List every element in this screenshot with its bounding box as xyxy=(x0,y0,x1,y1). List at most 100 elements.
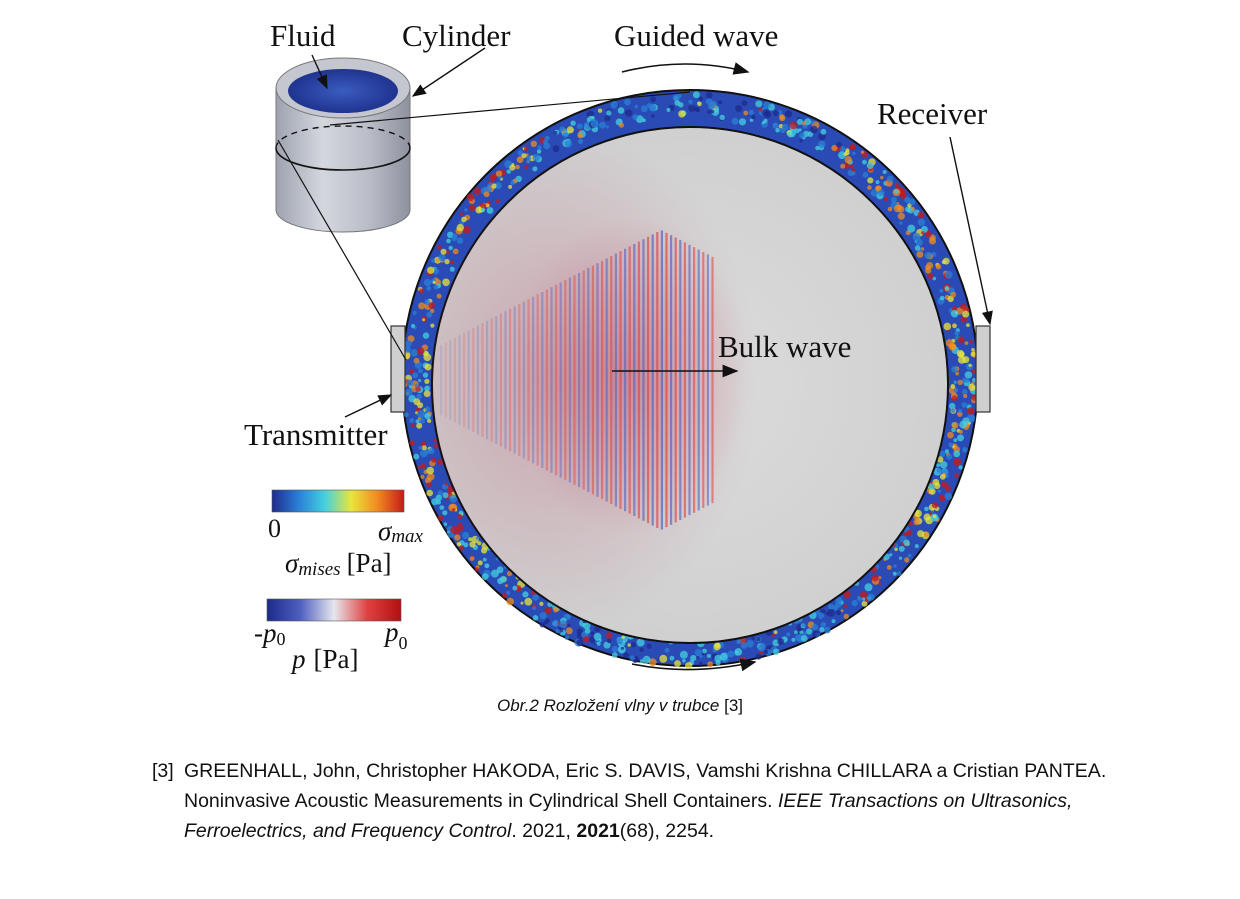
bulk-wave-stripe xyxy=(601,260,604,500)
stress-speckle xyxy=(616,637,624,645)
stress-colorbar-max: σmax xyxy=(378,516,424,547)
stress-speckle xyxy=(431,457,437,463)
bulk-wave-stripe xyxy=(490,318,493,442)
stress-speckle xyxy=(688,99,693,104)
stress-speckle xyxy=(860,150,865,154)
stress-speckle xyxy=(536,149,542,154)
stress-speckle xyxy=(539,612,547,620)
stress-speckle xyxy=(819,626,825,633)
stress-speckle xyxy=(912,232,921,241)
stress-speckle xyxy=(477,541,482,546)
stress-speckle xyxy=(437,515,444,521)
stress-speckle xyxy=(812,630,820,638)
stress-speckle xyxy=(972,378,977,383)
stress-speckle xyxy=(437,458,444,466)
stress-speckle xyxy=(925,231,932,238)
stress-speckle xyxy=(698,96,703,102)
bulk-wave-stripe xyxy=(499,313,502,447)
stress-speckle xyxy=(617,107,625,114)
stress-speckle xyxy=(694,649,703,657)
stress-speckle xyxy=(843,613,849,620)
transmitter-transducer xyxy=(390,325,406,413)
stress-speckle xyxy=(796,118,804,125)
stress-speckle xyxy=(682,658,686,663)
stress-speckle xyxy=(741,100,748,107)
stress-speckle xyxy=(639,647,644,652)
stress-speckle xyxy=(432,280,436,284)
stress-speckle xyxy=(486,207,494,214)
stress-speckle xyxy=(954,473,959,478)
receiver-arrow xyxy=(949,136,993,326)
pressure-colorbar-title: p[Pa] xyxy=(290,644,358,674)
stress-speckle xyxy=(866,162,874,169)
stress-speckle xyxy=(678,102,684,108)
bulk-wave-stripe xyxy=(651,234,654,526)
stress-speckle xyxy=(532,154,540,162)
stress-speckle xyxy=(867,593,875,601)
reference-entry: [3]GREENHALL, John, Christopher HAKODA, … xyxy=(152,756,1124,846)
stress-speckle xyxy=(827,603,835,610)
stress-speckle xyxy=(442,278,450,287)
stress-speckle xyxy=(957,408,963,413)
stress-speckle xyxy=(413,453,420,460)
stress-speckle xyxy=(970,351,976,357)
stress-speckle xyxy=(468,537,473,542)
bulk-wave-stripe xyxy=(481,323,484,437)
stress-speckle xyxy=(423,278,432,287)
stress-speckle xyxy=(784,110,793,118)
stress-speckle xyxy=(899,192,907,199)
transmitter-label: Transmitter xyxy=(244,417,388,452)
stress-speckle xyxy=(755,653,762,660)
stress-speckle xyxy=(477,560,483,566)
stress-speckle xyxy=(955,371,960,376)
stress-speckle xyxy=(916,250,924,258)
stress-speckle xyxy=(862,597,866,601)
stress-speckle xyxy=(705,92,713,99)
stress-speckle xyxy=(424,406,430,412)
bulk-wave-stripe xyxy=(711,256,714,504)
stress-speckle xyxy=(696,109,700,113)
stress-speckle xyxy=(406,379,414,387)
stress-speckle xyxy=(898,545,905,552)
stress-speckle xyxy=(426,489,434,497)
stress-speckle xyxy=(481,573,489,580)
stress-speckle xyxy=(520,601,524,605)
bulk-wave-stripe xyxy=(596,263,599,497)
stress-speckle xyxy=(410,349,419,357)
bulk-wave-stripe xyxy=(674,237,677,523)
stress-speckle xyxy=(450,260,455,265)
stress-speckle xyxy=(430,323,435,328)
stress-speckle xyxy=(463,542,469,548)
bulk-wave-stripe xyxy=(453,337,456,423)
stress-speckle xyxy=(422,372,429,378)
stress-speckle xyxy=(953,438,958,442)
bulk-wave-stripe xyxy=(495,316,498,444)
bulk-wave-stripe xyxy=(688,244,691,516)
stress-speckle xyxy=(966,379,970,383)
stress-speckle xyxy=(410,423,415,428)
stress-speckle xyxy=(632,114,638,120)
stress-speckle xyxy=(506,597,514,606)
stress-speckle xyxy=(907,553,912,558)
stress-speckle xyxy=(427,266,435,274)
stress-speckle xyxy=(659,654,668,663)
bulk-wave-stripe xyxy=(656,232,659,528)
stress-speckle xyxy=(469,556,475,561)
bulk-wave-stripe xyxy=(679,240,682,520)
stress-speckle xyxy=(867,177,874,184)
stress-speckle xyxy=(605,632,613,639)
stress-speckle xyxy=(464,208,468,212)
stress-speckle xyxy=(859,591,868,600)
stress-speckle xyxy=(946,453,953,460)
stress-speckle xyxy=(449,494,458,503)
stress-speckle xyxy=(485,186,492,193)
stress-speckle xyxy=(775,127,780,133)
stress-speckle xyxy=(801,623,806,628)
stress-speckle xyxy=(405,388,413,397)
reference-year: . 2021, xyxy=(511,820,577,842)
stress-speckle xyxy=(950,384,956,389)
stress-speckle xyxy=(852,151,856,156)
stress-speckle xyxy=(957,379,963,386)
stress-speckle xyxy=(811,623,819,631)
stress-speckle xyxy=(904,196,911,203)
